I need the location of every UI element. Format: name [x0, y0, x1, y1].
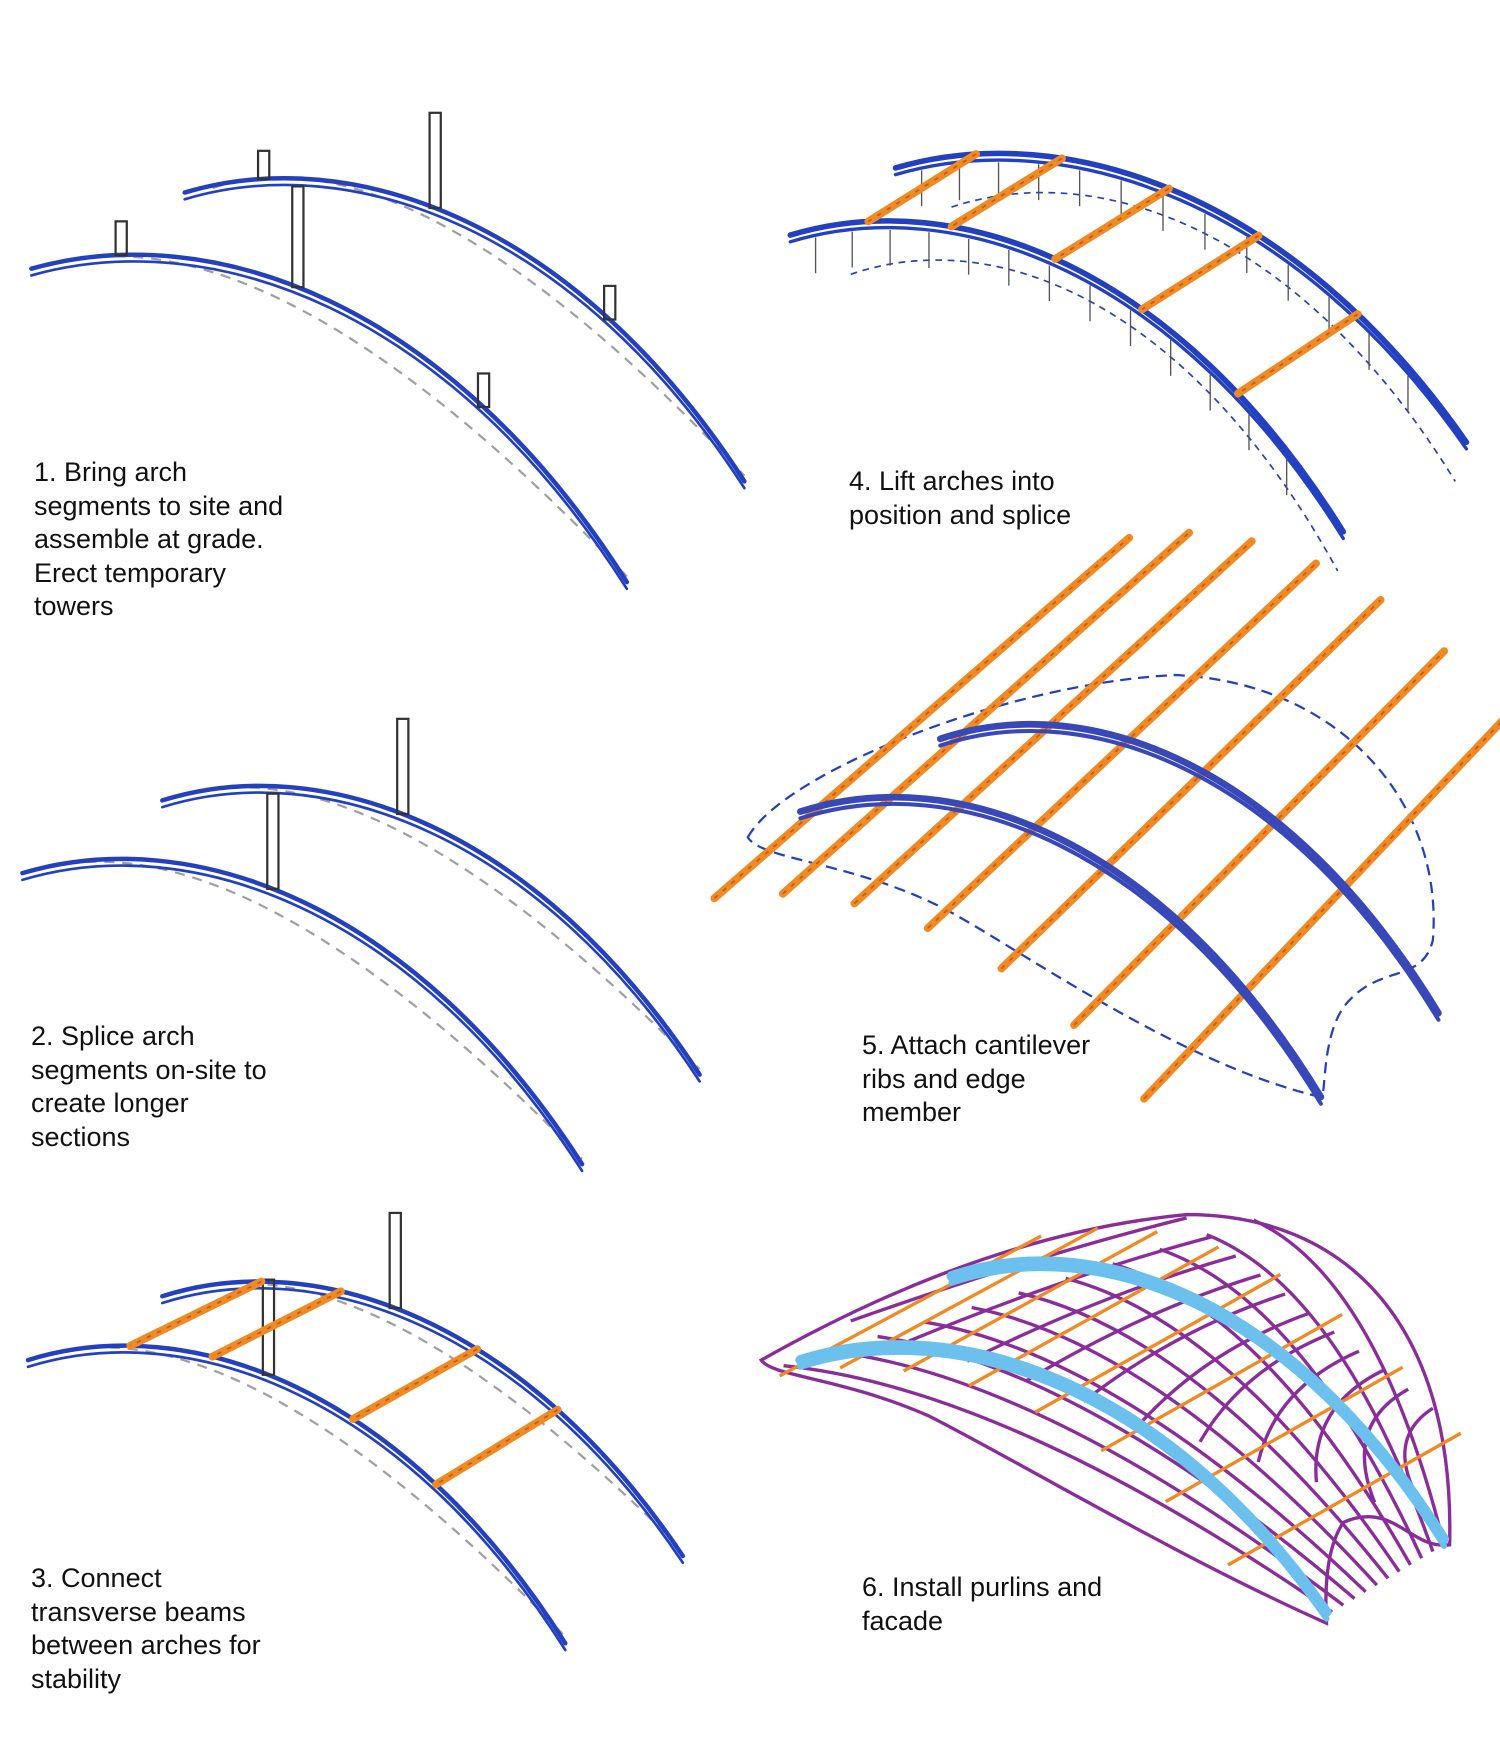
beam-lacing — [129, 1280, 262, 1347]
caption-line: sections — [31, 1121, 131, 1152]
temporary-tower — [291, 185, 305, 289]
purlin — [1018, 1291, 1390, 1580]
arch — [25, 1343, 568, 1646]
purlin — [1065, 1276, 1401, 1573]
step-2-caption: 2. Splice arch segments on-site to creat… — [31, 1020, 267, 1154]
transverse-beam — [1051, 184, 1173, 263]
temporary-tower — [603, 284, 617, 321]
caption-line: towers — [34, 591, 114, 622]
caption-line: create longer — [31, 1088, 189, 1119]
facade-grid-line — [1082, 1292, 1286, 1403]
original-arch-position — [951, 191, 1456, 482]
purlin — [1112, 1262, 1412, 1566]
temporary-tower — [266, 792, 280, 890]
arch-underside — [29, 260, 629, 591]
arch-underside — [788, 225, 1345, 541]
facade-grid-line — [1024, 1273, 1261, 1383]
arch-underside — [938, 728, 1441, 1022]
purlin — [1159, 1247, 1424, 1559]
transverse-beam — [1234, 310, 1362, 398]
arch-underside — [26, 1351, 567, 1652]
arch — [946, 1256, 1450, 1545]
arch — [787, 218, 1347, 535]
temporary-tower — [396, 717, 410, 816]
arch — [20, 856, 585, 1167]
step-3-caption: 3. Connect transverse beams between arch… — [31, 1562, 261, 1696]
caption-line: 6. Install purlins and — [862, 1572, 1103, 1602]
transverse-beam — [208, 1287, 345, 1361]
arch-underside — [160, 791, 701, 1083]
arch-underside — [798, 801, 1323, 1106]
caption-line: between arches for — [31, 1630, 261, 1661]
caption-line: ribs and edge — [862, 1063, 1026, 1094]
facade-grid-line — [1140, 1311, 1311, 1423]
arch — [160, 783, 702, 1077]
temporary-tower — [388, 1211, 402, 1310]
arch — [892, 150, 1470, 445]
temporary-tower — [256, 149, 271, 180]
transverse-beam — [947, 154, 1066, 231]
temporary-tower — [428, 111, 442, 210]
arch-underside — [797, 1348, 1330, 1622]
purlin — [1253, 1218, 1446, 1546]
beam-lacing — [352, 1348, 478, 1420]
arch — [936, 720, 1442, 1017]
arch-underside — [948, 1265, 1448, 1549]
caption-line: Erect temporary — [34, 557, 227, 588]
step-5-caption: 5. Attach cantilever ribs and edge membe… — [862, 1029, 1090, 1130]
caption-line: member — [862, 1097, 962, 1128]
caption-line: 5. Attach cantilever — [862, 1030, 1091, 1060]
beam-lacing — [1143, 721, 1500, 1100]
transverse-beam — [864, 150, 980, 226]
beam-lacing — [1000, 599, 1382, 970]
facade-grid-line — [1314, 1368, 1385, 1483]
caption-line: position and splice — [849, 499, 1072, 530]
arch — [29, 252, 630, 585]
step-4-caption: 4. Lift arches into position and splice — [849, 465, 1071, 532]
caption-line: facade — [862, 1605, 944, 1636]
arch-underside — [21, 864, 584, 1173]
arch-underside — [183, 183, 746, 490]
purlin — [924, 1320, 1367, 1594]
purlin — [783, 1364, 1334, 1614]
caption-line: transverse beams — [31, 1596, 246, 1627]
step-6-caption: 6. Install purlins and facade — [862, 1571, 1102, 1638]
beam-lacing — [1073, 650, 1445, 1026]
facade-grid-line — [1198, 1330, 1335, 1443]
caption-line: assemble at grade. — [34, 524, 264, 555]
arch — [182, 176, 747, 484]
beam-lacing — [713, 537, 1130, 899]
arch-underside — [893, 158, 1469, 451]
arch — [795, 1340, 1332, 1618]
caption-line: 1. Bring arch — [34, 457, 188, 487]
caption-line: 3. Connect — [31, 1563, 162, 1593]
beam-lacing — [1237, 313, 1359, 395]
step-1-caption: 1. Bring arch segments to site and assem… — [34, 456, 283, 624]
beam-lacing — [435, 1409, 559, 1486]
original-arch-position — [850, 259, 1339, 572]
beam-lacing — [782, 532, 1190, 895]
arch — [797, 793, 1325, 1101]
purlin — [971, 1305, 1379, 1587]
arch-underside — [160, 1286, 685, 1565]
caption-line: 2. Splice arch — [31, 1021, 195, 1051]
beam-lacing — [1141, 234, 1260, 311]
caption-line: stability — [31, 1663, 122, 1694]
temporary-tower — [476, 372, 491, 409]
caption-line: segments to site and — [34, 490, 284, 521]
arch — [160, 1279, 686, 1559]
beam-lacing — [211, 1290, 342, 1358]
caption-line: 4. Lift arches into — [849, 466, 1055, 496]
facade-outline — [758, 1212, 1452, 1626]
temporary-tower — [114, 220, 128, 257]
caption-line: segments on-site to — [31, 1054, 267, 1085]
